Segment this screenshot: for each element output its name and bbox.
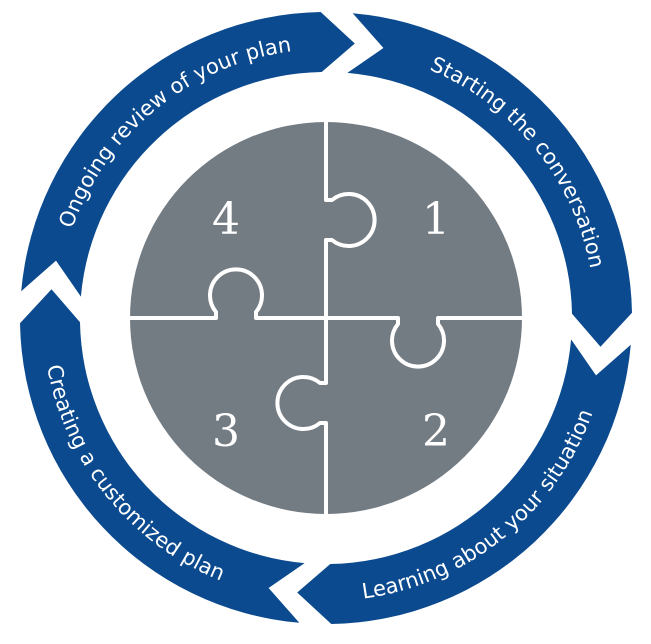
piece-number-2: 2: [422, 406, 450, 457]
puzzle-seam-left: [130, 267, 326, 320]
piece-number-3: 3: [212, 406, 240, 457]
piece-number-4: 4: [212, 194, 240, 245]
step-arrow-2: [297, 339, 631, 624]
step-arrow-4: [21, 12, 355, 297]
puzzle-seam-bottom: [275, 318, 328, 514]
step-arrow-3: [20, 289, 305, 623]
piece-number-1: 1: [422, 194, 450, 245]
puzzle-seam-right: [326, 316, 522, 369]
puzzle: 1 2 3 4: [130, 122, 522, 514]
puzzle-seam-top: [324, 122, 377, 318]
step-arrow-1: [347, 13, 632, 347]
